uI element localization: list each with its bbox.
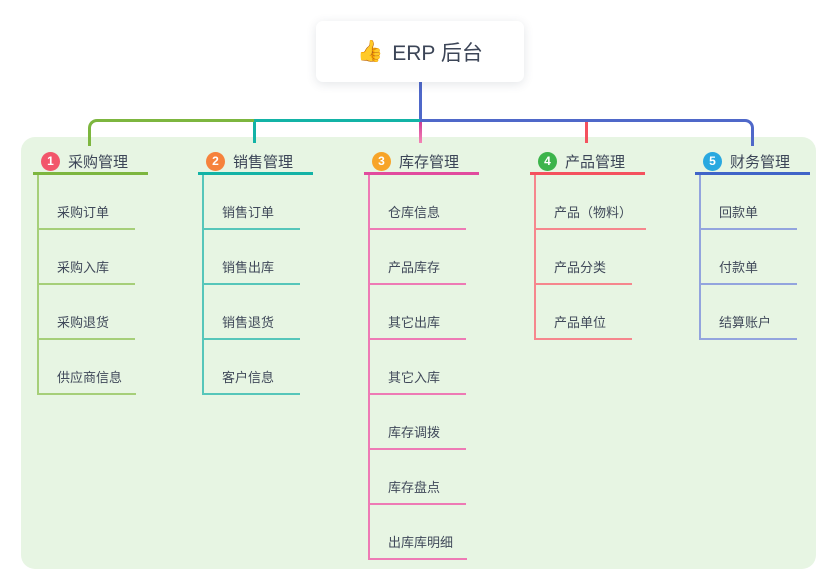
child-node: 产品（物料） (536, 175, 660, 230)
child-node: 销售出库 (204, 230, 328, 285)
branch-header[interactable]: 3 库存管理 (364, 150, 479, 175)
child-node: 仓库信息 (370, 175, 494, 230)
child-node: 供应商信息 (39, 340, 163, 395)
connector-mid-segment (254, 119, 420, 122)
child-node-label[interactable]: 产品单位 (536, 312, 632, 340)
child-node-label[interactable]: 其它出库 (370, 312, 466, 340)
child-node-label[interactable]: 库存盘点 (370, 477, 466, 505)
branch: 5 财务管理 回款单付款单结算账户 (695, 150, 825, 340)
child-node-label[interactable]: 采购订单 (39, 202, 135, 230)
child-node-label[interactable]: 销售出库 (204, 257, 300, 285)
child-node: 客户信息 (204, 340, 328, 395)
child-node: 回款单 (701, 175, 825, 230)
child-node: 库存盘点 (370, 450, 494, 505)
branch-header[interactable]: 2 销售管理 (198, 150, 313, 175)
branch-number-badge: 5 (703, 151, 722, 171)
child-node: 产品单位 (536, 285, 660, 340)
branch-header[interactable]: 5 财务管理 (695, 150, 810, 175)
child-node-label[interactable]: 库存调拨 (370, 422, 466, 450)
branch: 3 库存管理 仓库信息产品库存其它出库其它入库库存调拨库存盘点出库库明细 (364, 150, 494, 560)
child-node-label[interactable]: 仓库信息 (370, 202, 466, 230)
child-node-label[interactable]: 产品库存 (370, 257, 466, 285)
branch-children: 产品（物料） 产品分类产品单位 (534, 175, 660, 340)
branch-header[interactable]: 4 产品管理 (530, 150, 645, 175)
child-node-label[interactable]: 付款单 (701, 257, 797, 285)
child-node: 其它入库 (370, 340, 494, 395)
child-node: 销售订单 (204, 175, 328, 230)
thumbs-up-icon: 👍 (357, 40, 384, 63)
child-node-label[interactable]: 客户信息 (204, 367, 300, 395)
child-node-label[interactable]: 回款单 (701, 202, 797, 230)
branch-children: 销售订单销售出库销售退货客户信息 (202, 175, 328, 395)
branch-title: 财务管理 (730, 153, 791, 171)
branch-number-badge: 4 (538, 151, 557, 171)
child-node: 库存调拨 (370, 395, 494, 450)
connector-product-drop (585, 122, 588, 143)
child-node: 销售退货 (204, 285, 328, 340)
connector-right-segment (420, 119, 754, 146)
child-node-label[interactable]: 其它入库 (370, 367, 466, 395)
root-node-label: ERP 后台 (392, 41, 483, 65)
branch: 4 产品管理 产品（物料） 产品分类产品单位 (530, 150, 660, 340)
branch-title: 采购管理 (68, 153, 129, 171)
child-node: 产品分类 (536, 230, 660, 285)
child-node: 采购订单 (39, 175, 163, 230)
child-node: 采购入库 (39, 230, 163, 285)
connector-sales-drop (253, 122, 256, 143)
child-node-label[interactable]: 出库库明细 (370, 532, 468, 560)
child-node: 付款单 (701, 230, 825, 285)
branch-header[interactable]: 1 采购管理 (33, 150, 148, 175)
child-node: 其它出库 (370, 285, 494, 340)
child-node-label[interactable]: 结算账户 (701, 312, 797, 340)
connector-root-stem (419, 82, 422, 120)
child-node-label[interactable]: 产品（物料） (536, 202, 647, 230)
branch-children: 回款单付款单结算账户 (699, 175, 825, 340)
child-node-label[interactable]: 采购入库 (39, 257, 135, 285)
child-node: 出库库明细 (370, 505, 494, 560)
branch: 1 采购管理 采购订单采购入库采购退货供应商信息 (33, 150, 163, 395)
child-node-label[interactable]: 销售订单 (204, 202, 300, 230)
branch-title: 销售管理 (233, 153, 294, 171)
child-node: 采购退货 (39, 285, 163, 340)
child-node: 结算账户 (701, 285, 825, 340)
branch-children: 仓库信息产品库存其它出库其它入库库存调拨库存盘点出库库明细 (368, 175, 494, 560)
branch-title: 产品管理 (565, 153, 626, 171)
connector-inventory-drop (419, 122, 422, 143)
child-node-label[interactable]: 产品分类 (536, 257, 632, 285)
branch-number-badge: 1 (41, 151, 60, 171)
child-node-label[interactable]: 采购退货 (39, 312, 135, 340)
child-node-label[interactable]: 供应商信息 (39, 367, 137, 395)
branches-panel (21, 137, 816, 569)
branch-number-badge: 2 (206, 151, 225, 171)
root-node[interactable]: 👍 ERP 后台 (316, 21, 524, 82)
connector-left-segment (88, 119, 257, 146)
branch-children: 采购订单采购入库采购退货供应商信息 (37, 175, 163, 395)
child-node: 产品库存 (370, 230, 494, 285)
branch-number-badge: 3 (372, 151, 391, 171)
child-node-label[interactable]: 销售退货 (204, 312, 300, 340)
branch-title: 库存管理 (399, 153, 460, 171)
branch: 2 销售管理 销售订单销售出库销售退货客户信息 (198, 150, 328, 395)
